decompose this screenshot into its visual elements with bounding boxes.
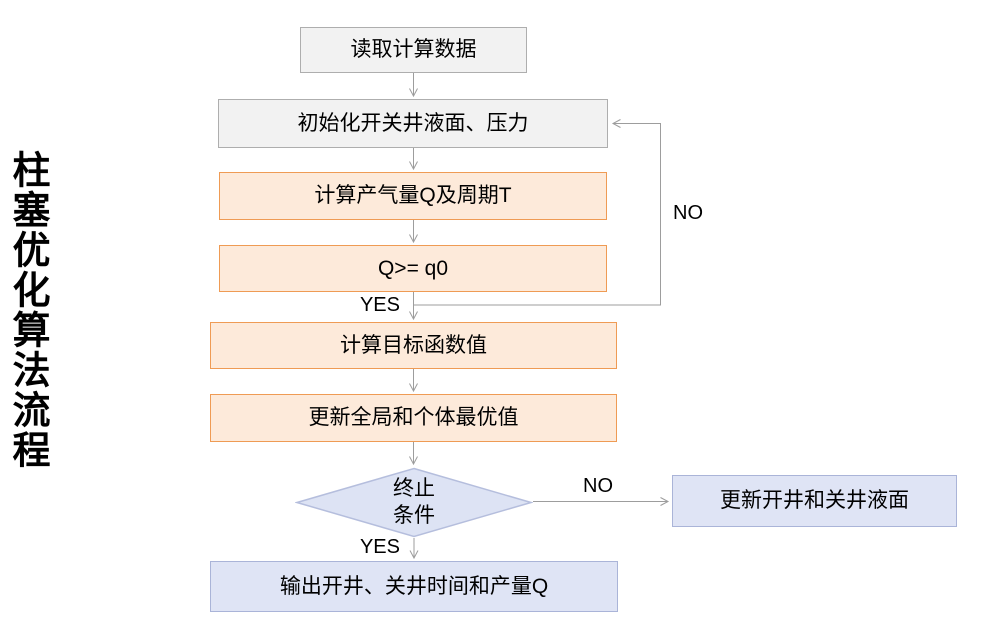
node-termination-label: 终止 条件 (295, 467, 533, 538)
node-termination-decision: 终止 条件 (295, 467, 533, 538)
diamond-shape (295, 467, 533, 538)
edge-label-yes-threshold: YES (359, 294, 400, 316)
node-q-threshold: Q>= q0 (219, 245, 607, 292)
node-update-levels-label: 更新开井和关井液面 (720, 489, 909, 513)
edge-no-loop-to-init (413, 119, 661, 306)
edge-label-yes-decision: YES (359, 536, 400, 558)
termination-label-line1: 终止 (393, 477, 435, 501)
node-calc-q-t: 计算产气量Q及周期T (219, 172, 607, 220)
termination-label-line2: 条件 (393, 503, 435, 527)
node-update-best: 更新全局和个体最优值 (210, 394, 617, 442)
node-output-result: 输出开井、关井时间和产量Q (210, 561, 618, 612)
node-calc-q-t-label: 计算产气量Q及周期T (314, 184, 512, 208)
node-objective-value-label: 计算目标函数值 (340, 333, 487, 357)
node-output-result-label: 输出开井、关井时间和产量Q (279, 574, 549, 598)
node-initialize: 初始化开关井液面、压力 (218, 99, 608, 148)
page-title: 柱塞优化算法流程 (6, 150, 48, 470)
node-update-best-label: 更新全局和个体最优值 (308, 406, 519, 430)
edge-label-no-decision: NO (583, 475, 613, 497)
node-initialize-label: 初始化开关井液面、压力 (297, 111, 529, 135)
node-q-threshold-label: Q>= q0 (377, 256, 449, 280)
node-read-data-label: 读取计算数据 (350, 38, 477, 62)
node-update-levels: 更新开井和关井液面 (672, 475, 957, 527)
node-read-data: 读取计算数据 (300, 27, 527, 73)
edge-label-no-loop: NO (673, 202, 703, 224)
node-objective-value: 计算目标函数值 (210, 322, 617, 369)
